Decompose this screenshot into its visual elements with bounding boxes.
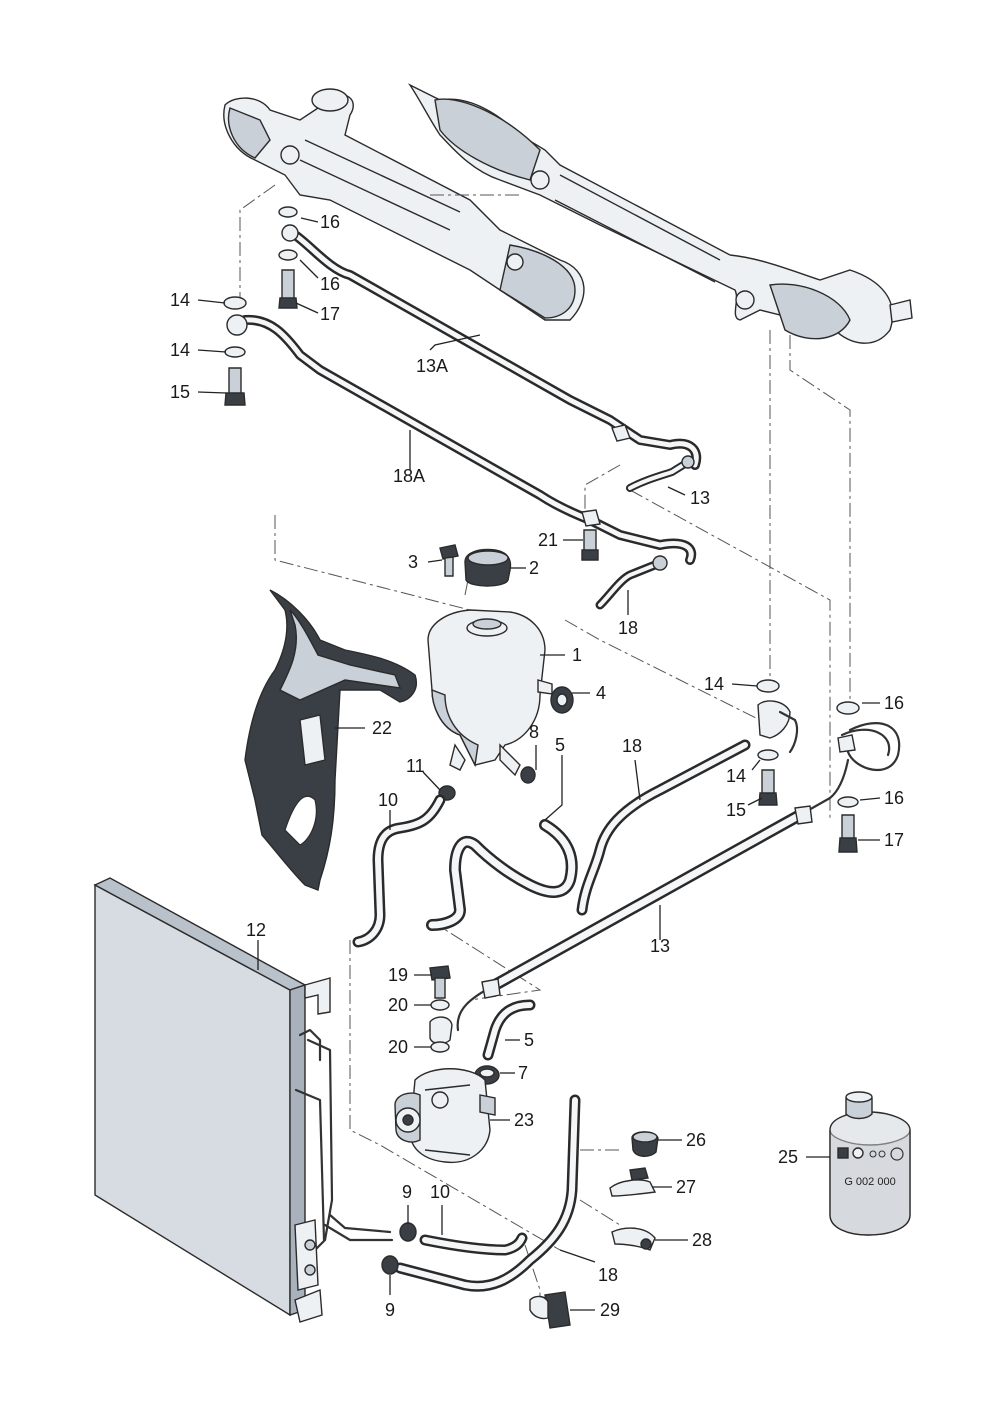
fluid-container-25: G 002 000 — [829, 1091, 911, 1236]
hose-18-lower — [394, 1094, 581, 1292]
hose-18A — [240, 314, 697, 565]
callout-9: 9 — [402, 1182, 412, 1202]
cap-26 — [631, 1131, 659, 1157]
fluid-container-label: G 002 000 — [844, 1176, 895, 1188]
callout-labels: 16 16 17 14 14 15 13A 18A 13 21 3 2 18 1… — [170, 212, 904, 1320]
callout-14: 14 — [726, 766, 746, 786]
callout-19: 19 — [388, 965, 408, 985]
reservoir-cap-2 — [464, 548, 512, 587]
callout-18: 18 — [618, 618, 638, 638]
callout-21: 21 — [538, 530, 558, 550]
steering-rack-left — [223, 88, 585, 321]
callout-15: 15 — [170, 382, 190, 402]
hose-18-middle — [576, 739, 751, 916]
callout-1: 1 — [572, 645, 582, 665]
reservoir-1 — [427, 609, 553, 777]
pump-23 — [394, 1068, 496, 1164]
callout-5: 5 — [555, 735, 565, 755]
callout-5: 5 — [524, 1030, 534, 1050]
callout-23: 23 — [514, 1110, 534, 1130]
callout-16: 16 — [320, 274, 340, 294]
hose-13-upper — [626, 455, 695, 492]
callout-2: 2 — [529, 558, 539, 578]
bracket-22 — [244, 589, 417, 891]
hose-5-upper — [426, 819, 578, 931]
callout-27: 27 — [676, 1177, 696, 1197]
bolt-3 — [439, 544, 459, 577]
clip-29 — [529, 1291, 571, 1329]
callout-18A: 18A — [393, 466, 425, 486]
callout-14: 14 — [704, 674, 724, 694]
callout-13: 13 — [650, 936, 670, 956]
grommet-4 — [550, 686, 574, 714]
clip-27 — [609, 1167, 657, 1197]
callout-16: 16 — [884, 788, 904, 808]
callout-10: 10 — [378, 790, 398, 810]
callout-3: 3 — [408, 552, 418, 572]
callout-26: 26 — [686, 1130, 706, 1150]
hose-5-lower — [482, 999, 536, 1061]
callout-14: 14 — [170, 290, 190, 310]
callout-17: 17 — [884, 830, 904, 850]
clamp-8 — [520, 766, 536, 784]
callout-17: 17 — [320, 304, 340, 324]
callout-16: 16 — [320, 212, 340, 232]
cooler-12 — [93, 877, 394, 1323]
hose-10-lower — [419, 1232, 528, 1256]
callout-4: 4 — [596, 683, 606, 703]
fasteners-left — [223, 206, 599, 561]
callout-9: 9 — [385, 1300, 395, 1320]
reference-lines — [239, 184, 851, 1300]
callout-12: 12 — [246, 920, 266, 940]
callout-10: 10 — [430, 1182, 450, 1202]
pump-fasteners — [429, 965, 453, 1053]
hose-10-upper — [352, 794, 446, 948]
callout-22: 22 — [372, 718, 392, 738]
callout-18: 18 — [598, 1265, 618, 1285]
callout-29: 29 — [600, 1300, 620, 1320]
callout-18: 18 — [622, 736, 642, 756]
hose-18-upper — [595, 555, 668, 610]
callout-7: 7 — [518, 1063, 528, 1083]
hose-13-lower — [456, 758, 850, 1032]
callout-20: 20 — [388, 995, 408, 1015]
callout-20: 20 — [388, 1037, 408, 1057]
callout-13: 13 — [690, 488, 710, 508]
steering-rack-right — [407, 83, 913, 344]
callout-11: 11 — [406, 756, 425, 776]
callout-13A: 13A — [416, 356, 448, 376]
callout-8: 8 — [529, 722, 539, 742]
clamps-9 — [381, 1222, 417, 1275]
callout-16: 16 — [884, 693, 904, 713]
callout-25: 25 — [778, 1147, 798, 1167]
fasteners-right — [756, 679, 901, 853]
callout-28: 28 — [692, 1230, 712, 1250]
hose-13A — [281, 224, 702, 470]
callout-15: 15 — [726, 800, 746, 820]
callout-14: 14 — [170, 340, 190, 360]
clip-28 — [611, 1227, 656, 1251]
leader-lines — [197, 217, 881, 1311]
